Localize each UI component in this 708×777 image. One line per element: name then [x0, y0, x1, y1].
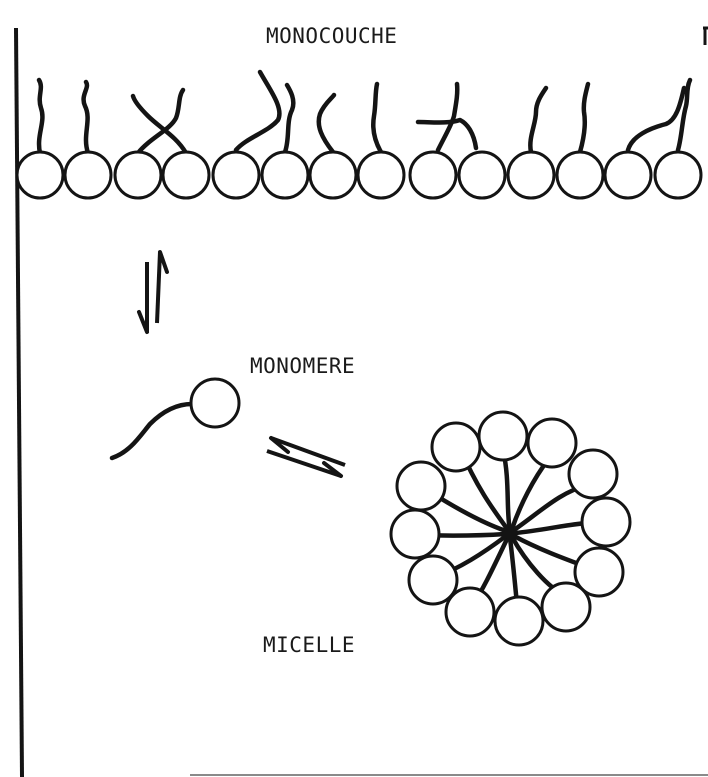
micelle-head: [479, 412, 527, 460]
monolayer-tail: [39, 80, 42, 153]
monomer: [112, 379, 239, 458]
micelle-head: [391, 510, 439, 558]
micelle-head: [528, 419, 576, 467]
monolayer-tail: [84, 82, 88, 153]
monomer-label: MONOMERE: [250, 354, 355, 378]
micelle-core: [504, 527, 516, 539]
micelle-head: [495, 597, 543, 645]
micelle-tail: [503, 450, 510, 531]
diagonal-equilibrium-arrows: [267, 438, 345, 476]
monolayer-head: [459, 152, 505, 198]
monolayer-head: [310, 152, 356, 198]
monolayer-head: [213, 152, 259, 198]
monolayer-tail: [628, 88, 684, 150]
monolayer-tails: [39, 72, 690, 153]
monolayer-head: [605, 152, 651, 198]
monolayer-tail: [319, 95, 334, 152]
monolayer-head: [410, 152, 456, 198]
monolayer-head: [557, 152, 603, 198]
micelle-label: MICELLE: [263, 633, 355, 657]
monolayer-head: [17, 152, 63, 198]
monolayer-head: [655, 152, 701, 198]
micelle-head: [409, 556, 457, 604]
monomer-tail: [112, 404, 192, 458]
monolayer-head: [65, 152, 111, 198]
monolayer-head: [358, 152, 404, 198]
monomer-head: [191, 379, 239, 427]
monolayer-tail: [373, 84, 381, 152]
micelle-head: [542, 583, 590, 631]
monolayer-head: [115, 152, 161, 198]
monolayer-tail: [285, 85, 293, 152]
micelle-head: [582, 498, 630, 546]
monolayer-tail: [580, 84, 588, 152]
monolayer-label: MONOCOUCHE: [266, 24, 397, 48]
monolayer-tail: [438, 84, 457, 150]
micelle-head: [397, 462, 445, 510]
monolayer-head: [262, 152, 308, 198]
micelle-head: [569, 450, 617, 498]
micelle-head: [432, 423, 480, 471]
left-border-line: [16, 28, 22, 777]
monolayer-head: [508, 152, 554, 198]
monolayer-heads: [17, 152, 701, 198]
monolayer-tail: [530, 88, 546, 152]
vertical-equilibrium-arrows: [139, 252, 167, 332]
monolayer-tail: [236, 72, 279, 150]
monolayer-head: [163, 152, 209, 198]
